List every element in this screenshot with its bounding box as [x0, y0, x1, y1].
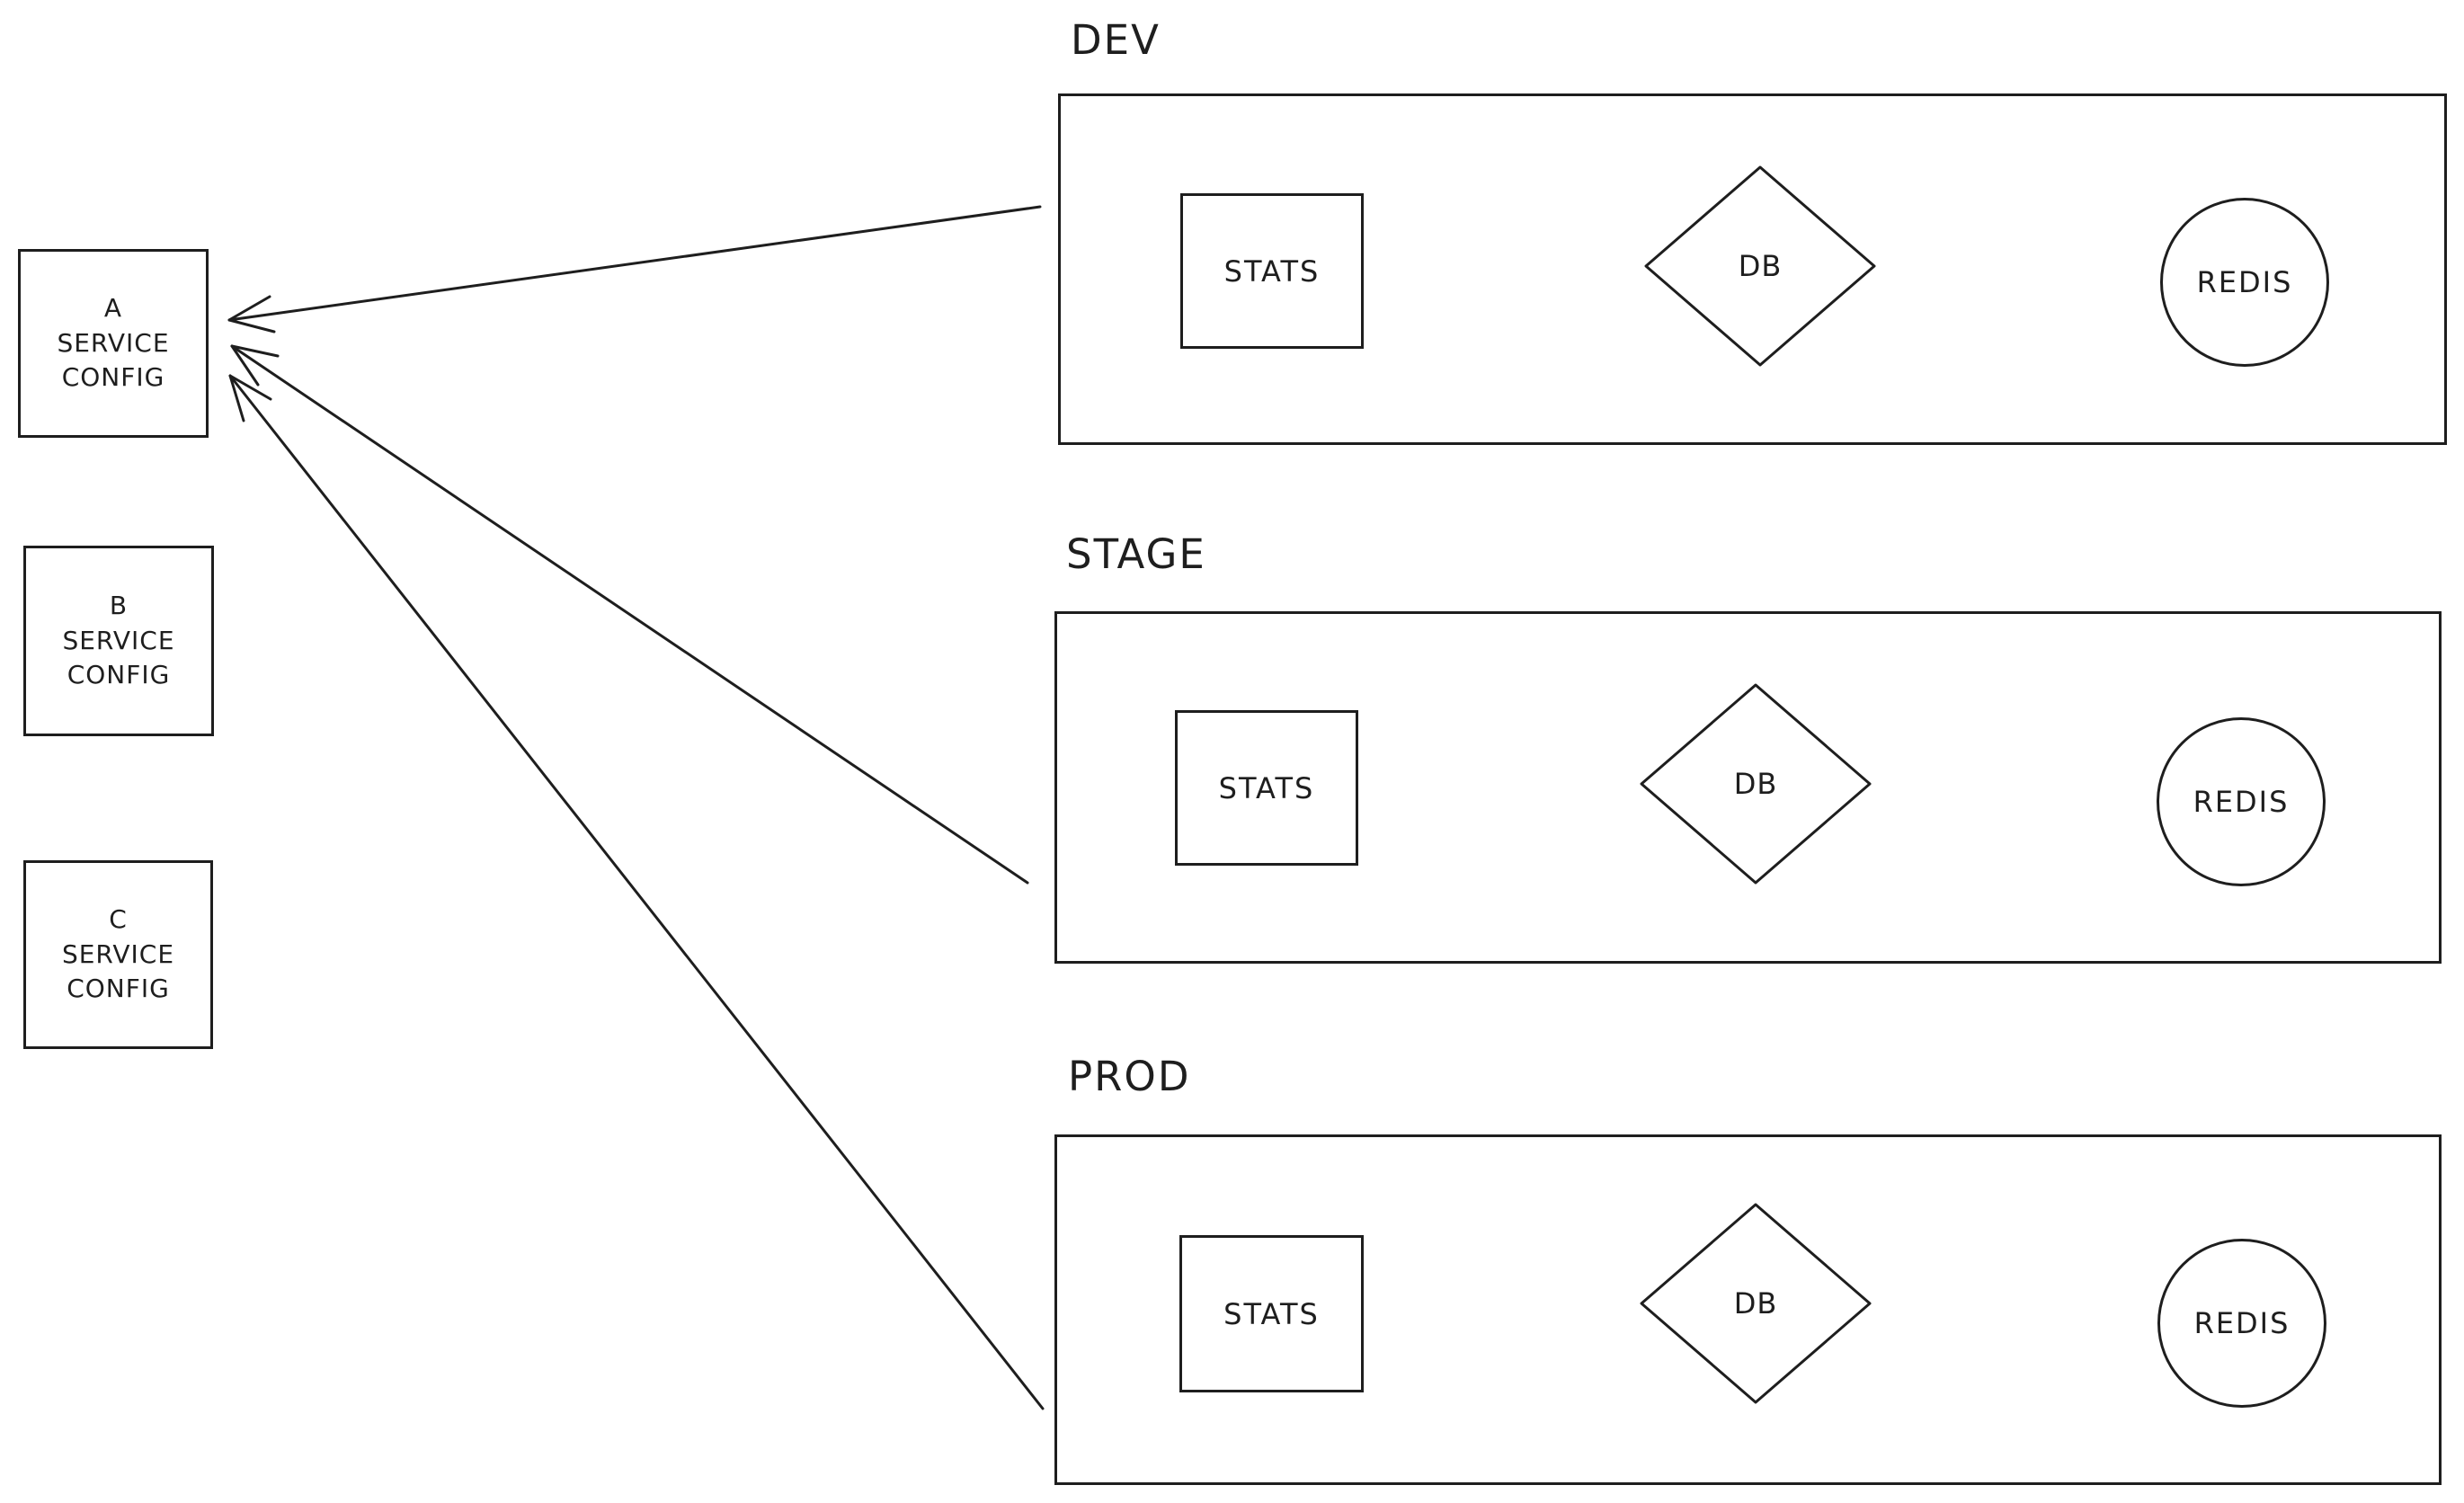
arrow-stage-to-config-a	[230, 344, 1029, 885]
config-box-b-line2: SERVICE	[62, 625, 175, 655]
stats-node-prod-label: STATS	[1223, 1296, 1320, 1331]
db-node-dev-label: DB	[1738, 249, 1783, 283]
db-node-stage-label: DB	[1733, 767, 1778, 801]
config-box-b-text: B SERVICE CONFIG	[62, 589, 174, 693]
config-box-b: B SERVICE CONFIG	[23, 546, 214, 736]
config-box-c-text: C SERVICE CONFIG	[62, 903, 174, 1007]
arrow-prod-to-config-a	[228, 374, 1045, 1410]
config-box-c-line3: CONFIG	[67, 974, 170, 1004]
config-box-c-line1: C	[109, 904, 128, 935]
env-label-stage: STAGE	[1066, 530, 1206, 578]
config-box-b-line3: CONFIG	[67, 660, 171, 690]
env-box-stage: STATS DB REDIS	[1054, 611, 2442, 964]
db-node-prod-label: DB	[1733, 1286, 1778, 1321]
db-diamond-shape	[1644, 165, 1876, 367]
stats-node-stage: STATS	[1175, 710, 1358, 866]
config-box-a: A SERVICE CONFIG	[18, 249, 209, 438]
redis-node-prod-label: REDIS	[2193, 1306, 2291, 1340]
db-diamond-shape	[1640, 683, 1872, 885]
stats-node-stage-label: STATS	[1218, 770, 1315, 805]
db-node-dev: DB	[1644, 165, 1876, 367]
stats-node-prod: STATS	[1179, 1235, 1364, 1392]
redis-node-dev: REDIS	[2160, 198, 2329, 367]
config-box-a-line2: SERVICE	[57, 327, 170, 358]
db-diamond-shape	[1640, 1203, 1872, 1404]
redis-node-dev-label: REDIS	[2196, 265, 2293, 299]
env-box-prod: STATS DB REDIS	[1054, 1134, 2442, 1485]
config-box-a-text: A SERVICE CONFIG	[57, 291, 169, 396]
config-box-c: C SERVICE CONFIG	[23, 860, 213, 1049]
config-box-c-line2: SERVICE	[61, 938, 175, 969]
arrow-dev-to-config-a	[227, 205, 1042, 334]
redis-node-prod: REDIS	[2157, 1239, 2326, 1408]
config-box-b-line1: B	[109, 591, 129, 621]
config-box-a-line3: CONFIG	[61, 362, 165, 393]
stats-node-dev: STATS	[1180, 193, 1364, 349]
config-box-a-line1: A	[103, 293, 123, 324]
stats-node-dev-label: STATS	[1223, 253, 1321, 289]
db-node-prod: DB	[1640, 1203, 1872, 1404]
env-label-dev: DEV	[1071, 16, 1161, 64]
db-node-stage: DB	[1640, 683, 1872, 885]
redis-node-stage: REDIS	[2157, 717, 2326, 886]
env-label-prod: PROD	[1068, 1053, 1191, 1100]
env-box-dev: STATS DB REDIS	[1058, 93, 2447, 445]
redis-node-stage-label: REDIS	[2193, 785, 2290, 819]
